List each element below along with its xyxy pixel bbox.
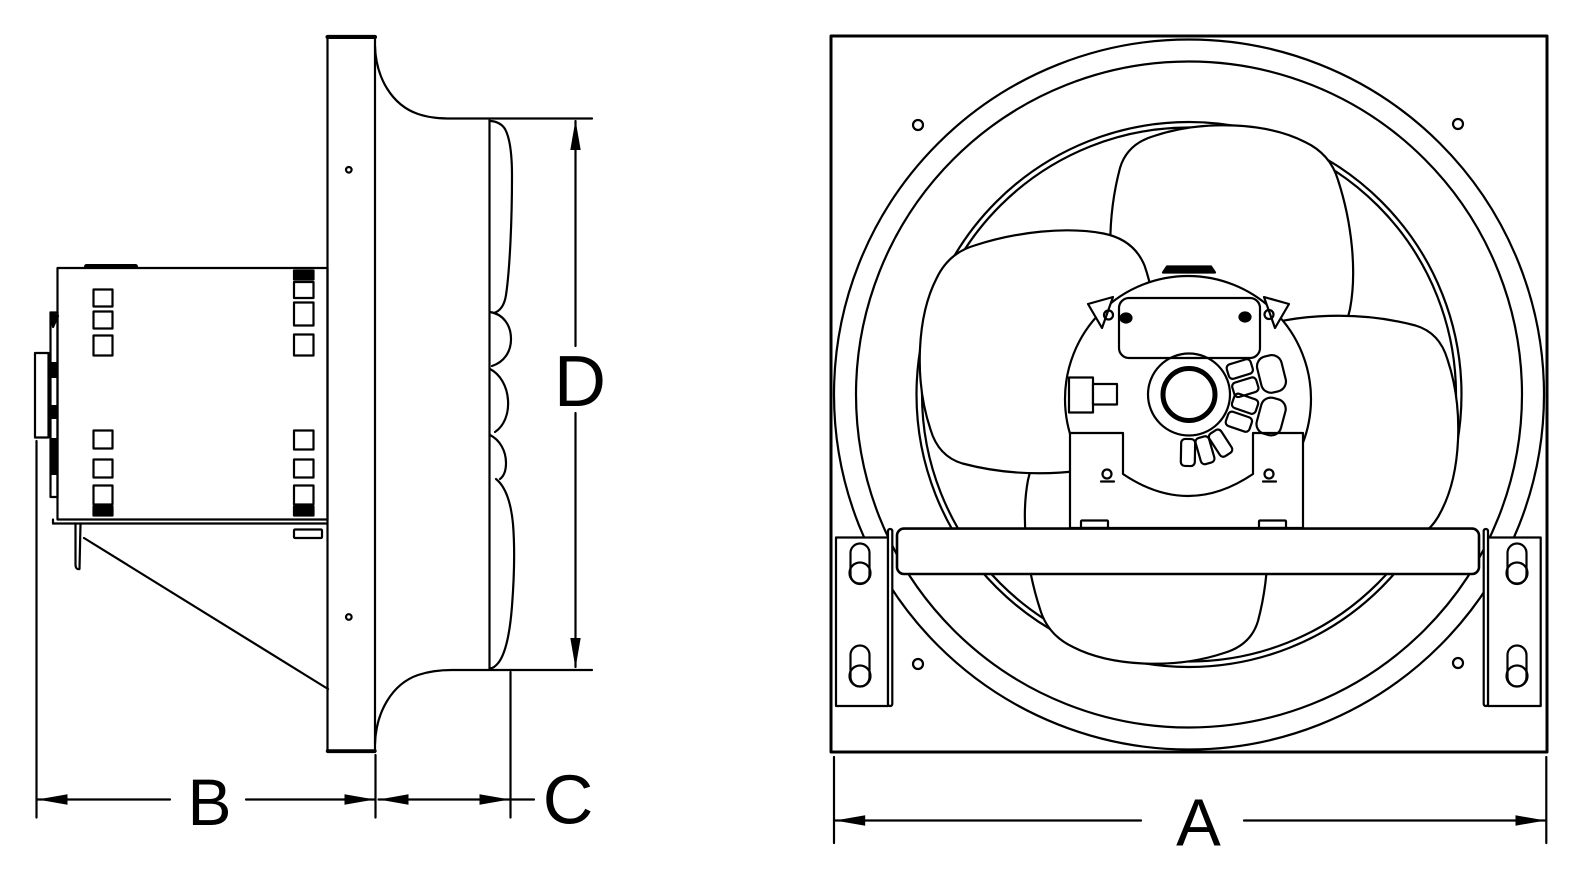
svg-text:C: C	[543, 761, 594, 839]
svg-text:B: B	[187, 765, 231, 839]
svg-text:D: D	[554, 342, 606, 422]
svg-text:A: A	[1176, 786, 1221, 861]
